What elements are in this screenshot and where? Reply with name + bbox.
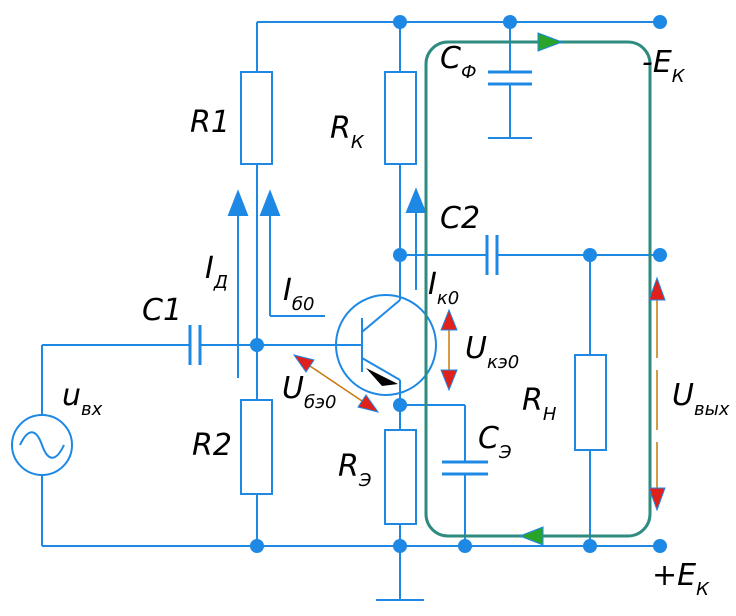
- label-ube0: Uбэ0: [282, 371, 336, 413]
- resistor-rn: [574, 354, 607, 451]
- label-c1: C1: [142, 293, 182, 328]
- label-uke0: Uкэ0: [465, 331, 519, 373]
- resistor-rk: [384, 71, 417, 165]
- label-id: IД: [205, 251, 228, 293]
- label-uvyx: Uвых: [672, 378, 730, 420]
- loop-arrow-top: [537, 32, 564, 52]
- label-ib0: Iб0: [283, 273, 314, 315]
- resistors: [240, 71, 607, 525]
- label-rn: RН: [522, 383, 557, 425]
- label-r1: R1: [190, 105, 230, 140]
- ac-source: [11, 414, 73, 476]
- transistor-body: [335, 294, 437, 396]
- junction-dots: [250, 15, 667, 553]
- wires: [41, 21, 660, 601]
- voltage-arrows: [292, 276, 666, 512]
- emitter-arrow: [366, 368, 398, 386]
- resistor-re: [384, 429, 417, 525]
- label-ik0: Iк0: [428, 267, 459, 309]
- capacitors: [188, 70, 532, 476]
- label-rk: RК: [330, 111, 365, 153]
- label-cf: CФ: [440, 41, 476, 83]
- label-uvx: uвх: [62, 378, 103, 420]
- label-r2: R2: [192, 428, 232, 463]
- label-c2: C2: [440, 201, 480, 236]
- label-ce: CЭ: [478, 421, 512, 463]
- label-ek-bottom: +EК: [652, 558, 710, 600]
- label-re: RЭ: [338, 449, 372, 491]
- loop-arrow-bottom: [518, 526, 544, 546]
- resistor-r2: [240, 399, 273, 495]
- resistor-r1: [240, 71, 273, 165]
- label-ek-top: -EК: [642, 45, 686, 87]
- current-arrows: [227, 187, 427, 378]
